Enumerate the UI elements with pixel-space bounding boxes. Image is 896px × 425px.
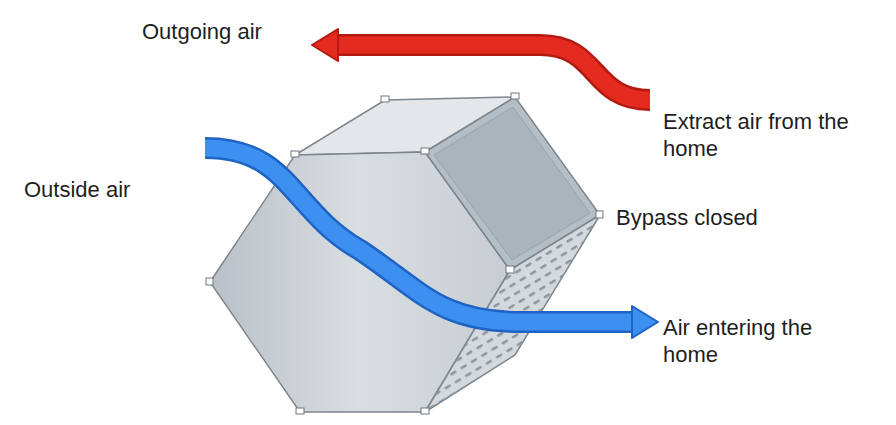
bypass-label: Bypass closed xyxy=(616,204,816,231)
extract-air-label: Extract air from the home xyxy=(663,108,851,162)
corner-clips xyxy=(206,93,603,414)
supply-air-label: Air entering the home xyxy=(663,314,843,368)
supply-air-arrow xyxy=(205,148,658,338)
outside-air-label: Outside air xyxy=(24,176,194,203)
extract-air-arrow xyxy=(312,29,650,100)
outgoing-air-label: Outgoing air xyxy=(142,18,342,45)
